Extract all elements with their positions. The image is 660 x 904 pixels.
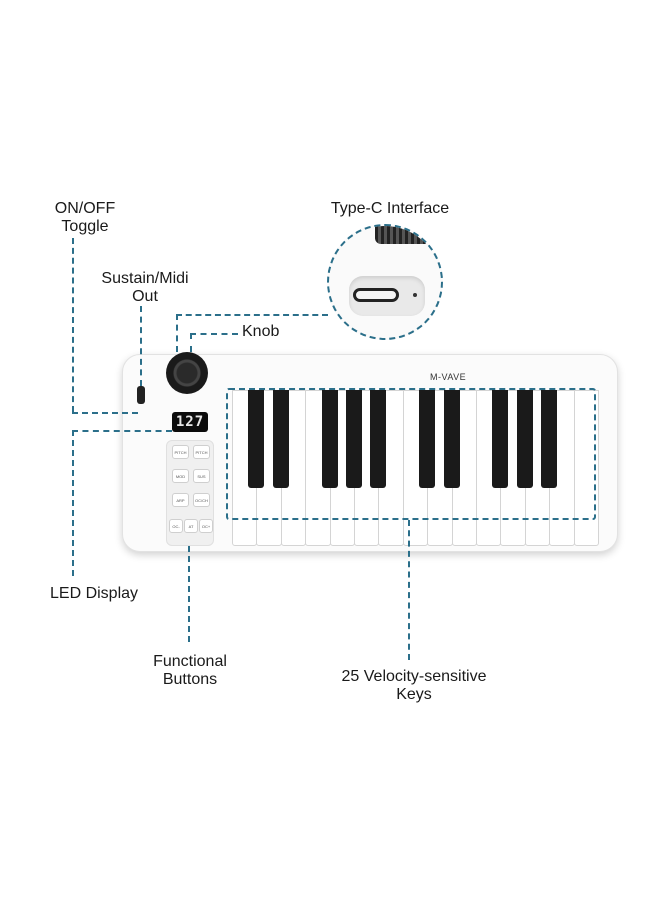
callout-line — [72, 238, 74, 412]
black-key[interactable] — [321, 390, 338, 488]
knob[interactable] — [166, 352, 208, 394]
mod-button[interactable]: MOD — [172, 469, 189, 483]
arp-button[interactable]: ARP — [172, 493, 189, 507]
black-key[interactable] — [419, 390, 436, 488]
led-display: 127 — [172, 412, 208, 432]
black-key[interactable] — [346, 390, 362, 488]
black-key[interactable] — [370, 390, 387, 488]
callout-line — [72, 430, 172, 432]
callout-line — [188, 546, 190, 642]
knurled-edge — [375, 226, 439, 244]
callout-line — [72, 412, 138, 414]
indicator-dot — [413, 293, 417, 297]
octave-up-button[interactable]: OC+ — [199, 519, 213, 533]
type-c-zoom-view — [327, 224, 443, 340]
callout-line — [140, 306, 142, 386]
pitch-down-button[interactable]: PITCH — [172, 445, 189, 459]
type-c-label: Type-C Interface — [330, 200, 450, 217]
octave-down-button[interactable]: OC- — [169, 519, 183, 533]
callout-line — [176, 314, 178, 352]
black-key[interactable] — [443, 390, 460, 488]
keys-highlight-box — [226, 388, 596, 520]
black-key[interactable] — [541, 390, 558, 488]
sus-button[interactable]: SUS — [193, 469, 210, 483]
black-key[interactable] — [248, 390, 265, 488]
brand-logo: M-VAVE — [430, 372, 467, 382]
black-key[interactable] — [492, 390, 509, 488]
functional-button-panel: PITCH PITCH MOD SUS ARP OC/CH OC- AT OC+ — [166, 440, 214, 546]
oc-ch-button[interactable]: OC/CH — [193, 493, 210, 507]
knob-label: Knob — [242, 323, 280, 340]
callout-line — [72, 430, 74, 576]
callout-line — [190, 333, 238, 335]
led-display-label: LED Display — [50, 585, 139, 602]
type-c-port — [353, 288, 399, 302]
black-key[interactable] — [272, 390, 289, 488]
callout-line — [190, 333, 192, 352]
pitch-up-button[interactable]: PITCH — [193, 445, 210, 459]
black-key[interactable] — [516, 390, 533, 488]
on-off-toggle[interactable] — [137, 386, 145, 404]
aftertouch-button[interactable]: AT — [184, 519, 198, 533]
callout-line — [408, 520, 410, 660]
callout-line — [176, 314, 328, 316]
